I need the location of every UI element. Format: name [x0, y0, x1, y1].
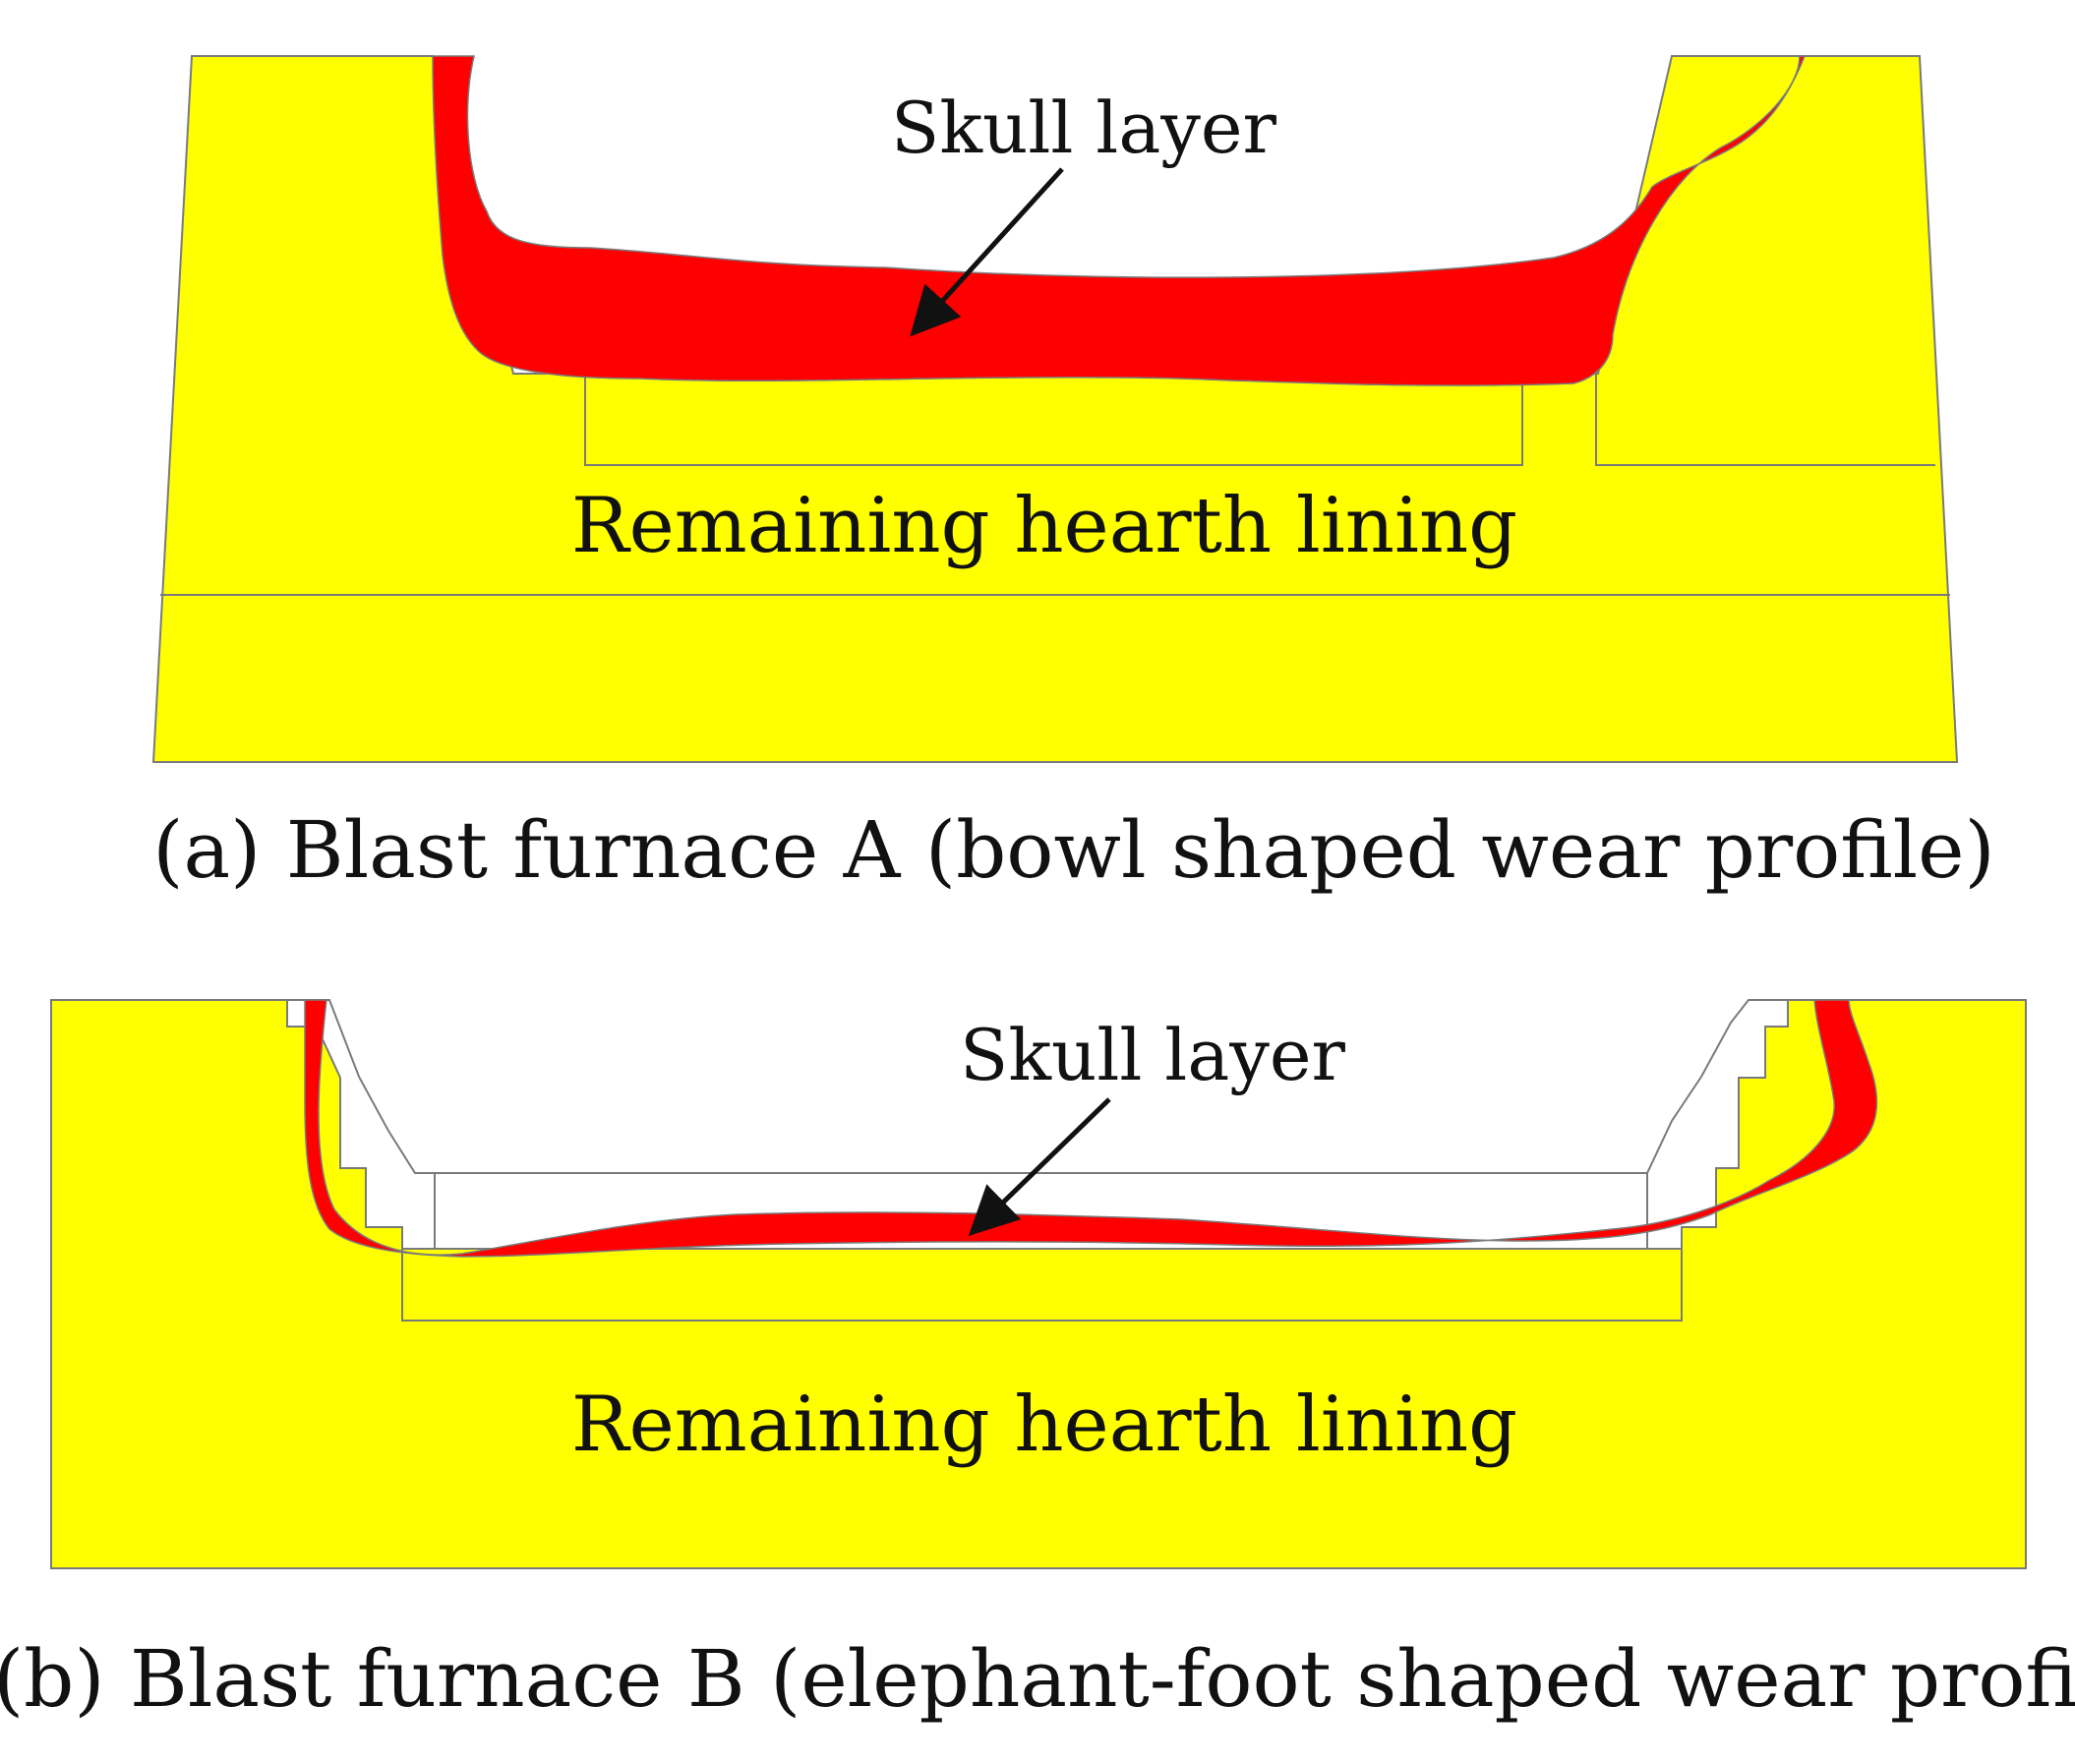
panel-a-skull-arrow — [910, 167, 1064, 337]
panel-a-lining-label: Remaining hearth lining — [571, 482, 1517, 570]
panel-a-skull-layer — [432, 55, 1807, 386]
panel-b-skull-layer — [304, 999, 1878, 1258]
panel-b-lining-label: Remaining hearth lining — [571, 1381, 1517, 1469]
panel-a-skull-label: Skull layer — [891, 87, 1277, 169]
panel-b-inner-outlines — [287, 999, 1788, 1322]
panel-b-caption: (b) Blast furnace B (elephant-foot shape… — [0, 1633, 2075, 1725]
panel-b: Skull layer Remaining hearth lining (b) … — [0, 999, 2075, 1725]
panel-a-caption: (a) Blast furnace A (bowl shaped wear pr… — [152, 804, 1994, 896]
panel-b-skull-label: Skull layer — [960, 1014, 1346, 1096]
panel-b-skull-arrow — [968, 1097, 1111, 1236]
panel-a: Skull layer Remaining hearth lining (a) … — [151, 55, 1995, 896]
